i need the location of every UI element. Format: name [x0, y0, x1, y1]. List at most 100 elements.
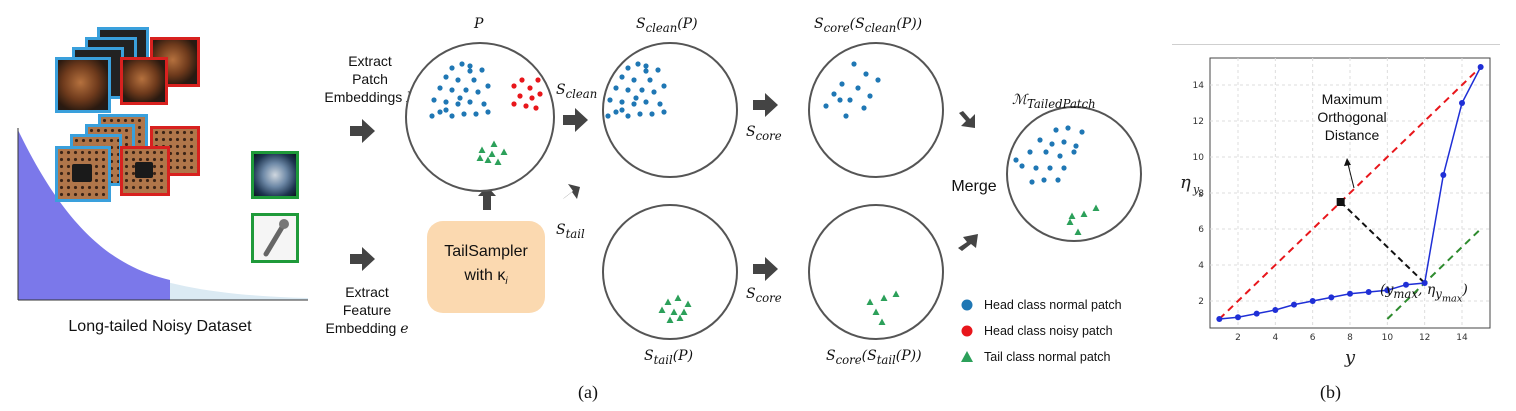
head-normal-point: [661, 83, 667, 89]
head-normal-point: [851, 61, 857, 67]
head-normal-point: [635, 61, 641, 67]
head-normal-point: [1041, 177, 1047, 183]
head-normal-point: [455, 77, 461, 83]
legend-item: Head class normal patch: [960, 292, 1165, 318]
head-normal-point: [485, 109, 491, 115]
caption-a: (a): [578, 382, 598, 402]
head-noisy-point: [511, 101, 517, 107]
long-tail-curve: [17, 128, 308, 301]
tail-patch-point: [880, 294, 888, 301]
head-normal-point: [1029, 179, 1035, 185]
head-normal-point: [1047, 165, 1053, 171]
head-normal-point: [843, 113, 849, 119]
tail-patch-point: [684, 300, 692, 307]
x-tick-label: 8: [1347, 333, 1353, 343]
head-normal-point: [1033, 165, 1039, 171]
annotation-arrowhead-icon: [1344, 158, 1351, 166]
head-normal-point: [443, 74, 449, 80]
parallel-reference-line: [1386, 228, 1482, 320]
series-point: [1328, 294, 1335, 301]
legend-item: Tail class normal patch: [960, 344, 1165, 370]
head-normal-point: [471, 77, 477, 83]
series-point: [1477, 64, 1484, 70]
head-normal-point: [863, 71, 869, 77]
series-point: [1440, 172, 1447, 178]
legend-label: Head class normal patch: [984, 298, 1122, 312]
tail-patch-point: [680, 308, 688, 315]
head-normal-point: [461, 111, 467, 117]
x-tick-label: 4: [1272, 333, 1278, 343]
head-normal-point: [619, 74, 625, 80]
head-noisy-point: [523, 103, 529, 109]
head-noisy-point: [537, 91, 543, 97]
head-normal-point: [485, 83, 491, 89]
head-normal-point: [455, 101, 461, 107]
annotation-text: Maximum: [1322, 91, 1383, 107]
y-axis-label-sub: y: [1192, 183, 1200, 196]
head-normal-point: [467, 68, 473, 74]
head-normal-point: [467, 63, 473, 69]
head-normal-point: [643, 63, 649, 69]
label-s-tail-p: Stail(P): [644, 348, 694, 367]
nut-thumbnail: [55, 57, 111, 113]
head-noisy-point: [511, 83, 517, 89]
head-normal-point: [631, 77, 637, 83]
tail-patch-point: [666, 316, 674, 323]
head-noisy-point: [535, 77, 541, 83]
tail-patch-point: [478, 146, 486, 153]
series-point: [1272, 307, 1279, 313]
tail-class-thumbnail: [251, 151, 299, 199]
head-normal-point: [467, 99, 473, 105]
head-normal-point: [613, 109, 619, 115]
head-normal-point: [875, 77, 881, 83]
head-normal-point: [839, 81, 845, 87]
head-normal-point: [823, 103, 829, 109]
head-normal-point: [1065, 125, 1071, 131]
projection-point: [1336, 198, 1345, 206]
head-normal-point: [837, 97, 843, 103]
label-s-clean-p: Sclean(P): [636, 16, 698, 35]
series-point: [1403, 281, 1409, 288]
merged-memory-circle: [1006, 106, 1142, 242]
head-normal-point: [1037, 137, 1043, 143]
head-normal-point: [633, 95, 639, 101]
tail-patch-point: [878, 318, 886, 325]
head-noisy-point: [517, 93, 523, 99]
merge-label: Merge: [951, 178, 997, 195]
tail-patch-point: [658, 306, 666, 313]
diagonal-reference-line: [1218, 66, 1482, 320]
y-tick-label: 2: [1198, 297, 1204, 307]
head-normal-point: [1027, 149, 1033, 155]
tail-patch-point: [494, 158, 502, 165]
extract-patch-label: Extract Patch Embeddings P: [324, 53, 415, 106]
series-point: [1365, 289, 1372, 295]
tail-sampler-box: TailSampler with κi: [427, 221, 545, 313]
head-normal-point: [613, 85, 619, 91]
clean-circle: [602, 42, 738, 178]
x-tick-label: 10: [1382, 333, 1394, 343]
x-axis-label: y: [1344, 347, 1356, 368]
label-s-tail: Stail: [556, 222, 585, 241]
tail-patch-point: [674, 294, 682, 301]
circle-marker-icon: [960, 324, 974, 338]
y-axis-label: η: [1180, 172, 1191, 193]
tail-patch-point: [500, 148, 508, 155]
head-normal-point: [475, 89, 481, 95]
head-normal-point: [1073, 143, 1079, 149]
series-point: [1459, 100, 1465, 106]
head-normal-point: [1043, 149, 1049, 155]
head-normal-point: [473, 111, 479, 117]
head-normal-point: [449, 87, 455, 93]
head-normal-point: [619, 107, 625, 113]
x-tick-label: 6: [1310, 333, 1316, 343]
head-normal-point: [607, 97, 613, 103]
head-normal-point: [1071, 149, 1077, 155]
tail-patch-point: [1080, 210, 1088, 217]
noisy-board-thumbnail: [120, 146, 170, 196]
y-tick-label: 10: [1193, 153, 1205, 163]
caption-b: (b): [1320, 382, 1341, 402]
tail-patch-point: [892, 290, 900, 297]
extract-feature-label: Extract Feature Embedding e: [325, 284, 409, 337]
head-normal-point: [625, 65, 631, 71]
